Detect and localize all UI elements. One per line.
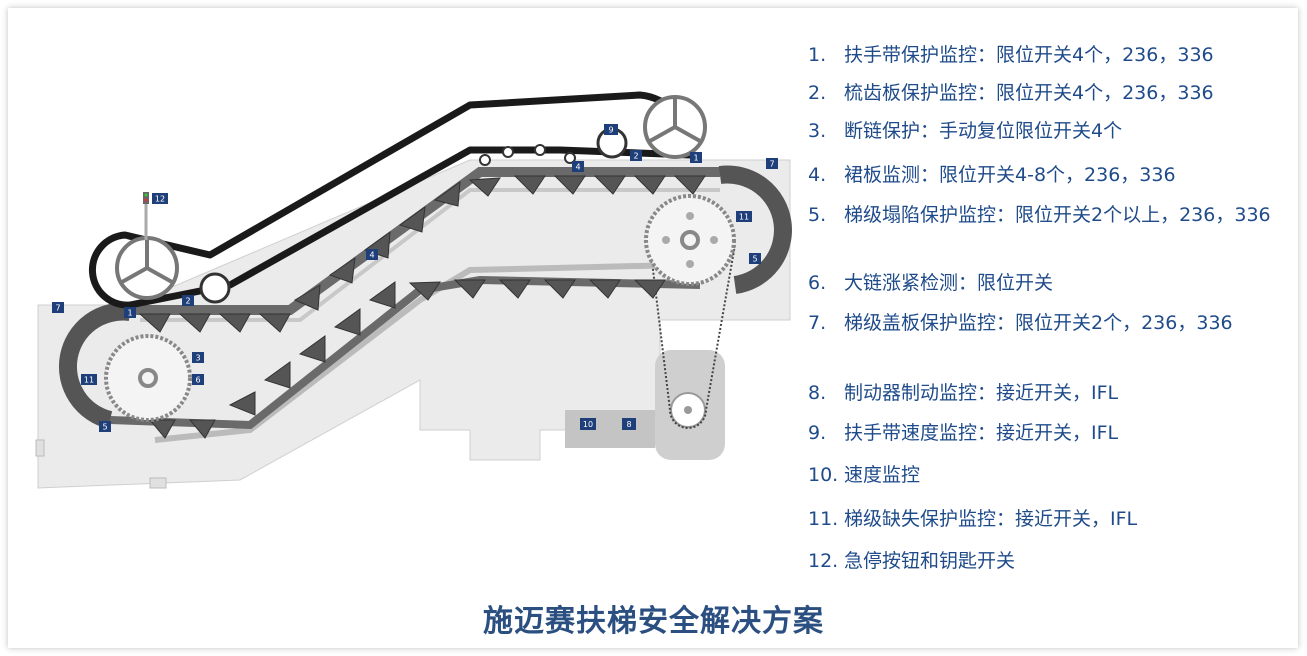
legend-item: 6. 大链涨紧检测：限位开关	[808, 272, 1284, 294]
badge-label: 5	[752, 255, 757, 264]
legend-item: 1. 扶手带保护监控：限位开关4个，236，336	[808, 44, 1284, 66]
legend-item: 10.速度监控	[808, 464, 1284, 486]
legend-item: 4. 裙板监测：限位开关4-8个，236，336	[808, 164, 1284, 186]
legend-number: 2.	[808, 82, 827, 104]
badge-8: 8	[622, 418, 636, 430]
lower-sprocket	[104, 334, 192, 422]
badge-label: 10	[583, 420, 593, 429]
truss-foot-bottom	[149, 477, 167, 489]
badge-2b: 2	[630, 150, 642, 161]
legend-text: 裙板监测：限位开关4-8个，236，336	[844, 164, 1176, 186]
legend-number: 6.	[808, 272, 827, 294]
badge-label: 1	[693, 154, 698, 163]
badge-label: 12	[155, 195, 165, 204]
badge-5b: 5	[749, 253, 761, 264]
stop-light-green	[144, 193, 148, 197]
escalator-diagram: 1 1 2 2 3 4 4 5 5 6 7 7 8 9 10 11 11 12	[35, 91, 792, 489]
legend-text: 急停按钮和钥匙开关	[844, 550, 1016, 572]
badge-6: 6	[192, 374, 204, 385]
legend-number: 12.	[808, 550, 839, 572]
badge-11b: 11	[736, 211, 752, 222]
badge-4b: 4	[572, 161, 584, 172]
badge-label: 11	[84, 376, 94, 385]
figure-caption: 施迈赛扶梯安全解决方案	[483, 604, 824, 639]
badge-5a: 5	[99, 421, 111, 432]
badge-label: 2	[633, 152, 638, 161]
badge-label: 8	[626, 420, 631, 429]
legend-text: 扶手带保护监控：限位开关4个，236，336	[844, 44, 1214, 66]
badge-3: 3	[192, 352, 204, 363]
legend-number: 8.	[808, 382, 827, 404]
badge-label: 2	[185, 297, 190, 306]
legend-item: 5. 梯级塌陷保护监控：限位开关2个以上，236，336	[808, 204, 1284, 226]
guide-rollers	[479, 144, 576, 166]
badge-2a: 2	[182, 295, 194, 306]
emergency-stop-icon	[143, 192, 149, 204]
legend-number: 5.	[808, 204, 827, 226]
legend-number: 1.	[808, 44, 827, 66]
badge-label: 3	[195, 354, 200, 363]
handrail-roller-lower	[199, 272, 231, 304]
truss-foot-left	[35, 439, 45, 457]
legend-item: 9. 扶手带速度监控：接近开关，IFL	[808, 422, 1284, 444]
badge-label: 11	[739, 213, 749, 222]
motor-pulley-hub	[684, 406, 692, 414]
legend-text: 梯级缺失保护监控：接近开关，IFL	[844, 508, 1138, 530]
badge-label: 1	[127, 309, 132, 318]
upper-sprocket-hub	[680, 230, 700, 250]
stop-light-red	[144, 198, 148, 202]
badge-label: 7	[769, 160, 774, 169]
upper-sprocket-holes	[662, 212, 718, 268]
lower-steps	[148, 279, 666, 439]
badge-label: 4	[575, 163, 580, 172]
legend-text: 梯级盖板保护监控：限位开关2个，236，336	[844, 312, 1233, 334]
drive-chain	[649, 244, 736, 429]
legend-number: 7.	[808, 312, 827, 334]
legend-item: 12.急停按钮和钥匙开关	[808, 550, 1284, 572]
handrail-wheel-upper-spokes	[649, 99, 701, 143]
lower-sprocket-hub	[138, 368, 158, 388]
legend-text: 梯级塌陷保护监控：限位开关2个以上，236，336	[844, 204, 1271, 226]
badge-label: 6	[195, 376, 200, 385]
legend-number: 11.	[808, 508, 839, 530]
badge-11a: 11	[81, 374, 97, 385]
step-band-lower-wrap	[58, 302, 132, 429]
badge-1b: 1	[690, 152, 702, 163]
return-rail	[154, 262, 681, 443]
legend-item: 11.梯级缺失保护监控：接近开关，IFL	[808, 508, 1284, 530]
upper-steps	[138, 175, 706, 333]
speed-monitor-box	[565, 410, 655, 448]
legend-text: 梳齿板保护监控：限位开关4个，236，336	[844, 82, 1214, 104]
legend-number: 10.	[808, 464, 839, 486]
badge-label: 9	[608, 126, 613, 135]
badge-7b: 7	[766, 158, 778, 169]
legend-item: 2. 梳齿板保护监控：限位开关4个，236，336	[808, 82, 1284, 104]
upper-sprocket	[644, 194, 736, 286]
legend-number: 3.	[808, 120, 827, 142]
badge-label: 5	[102, 423, 107, 432]
legend-text: 制动器制动监控：接近开关，IFL	[844, 382, 1119, 404]
badge-9: 9	[604, 124, 618, 135]
badge-4a: 4	[366, 249, 378, 260]
badge-label: 4	[369, 251, 374, 260]
legend-number: 9.	[808, 422, 827, 444]
badge-label: 7	[55, 304, 60, 313]
legend-number: 4.	[808, 164, 827, 186]
badge-7a: 7	[52, 302, 64, 313]
legend-text: 扶手带速度监控：接近开关，IFL	[844, 422, 1119, 444]
badge-10: 10	[580, 418, 596, 430]
badge-12: 12	[152, 193, 168, 204]
step-band-upper-wrap	[718, 165, 792, 294]
legend-text: 大链涨紧检测：限位开关	[844, 272, 1054, 294]
handrail-wheel-lower-spokes	[121, 240, 173, 284]
legend-item: 3. 断链保护：手动复位限位开关4个	[808, 120, 1284, 142]
legend-item: 7. 梯级盖板保护监控：限位开关2个，236，336	[808, 312, 1284, 334]
legend-text: 断链保护：手动复位限位开关4个	[844, 120, 1123, 142]
legend-text: 速度监控	[844, 464, 921, 486]
badge-1a: 1	[124, 307, 136, 318]
legend-item: 8. 制动器制动监控：接近开关，IFL	[808, 382, 1284, 404]
